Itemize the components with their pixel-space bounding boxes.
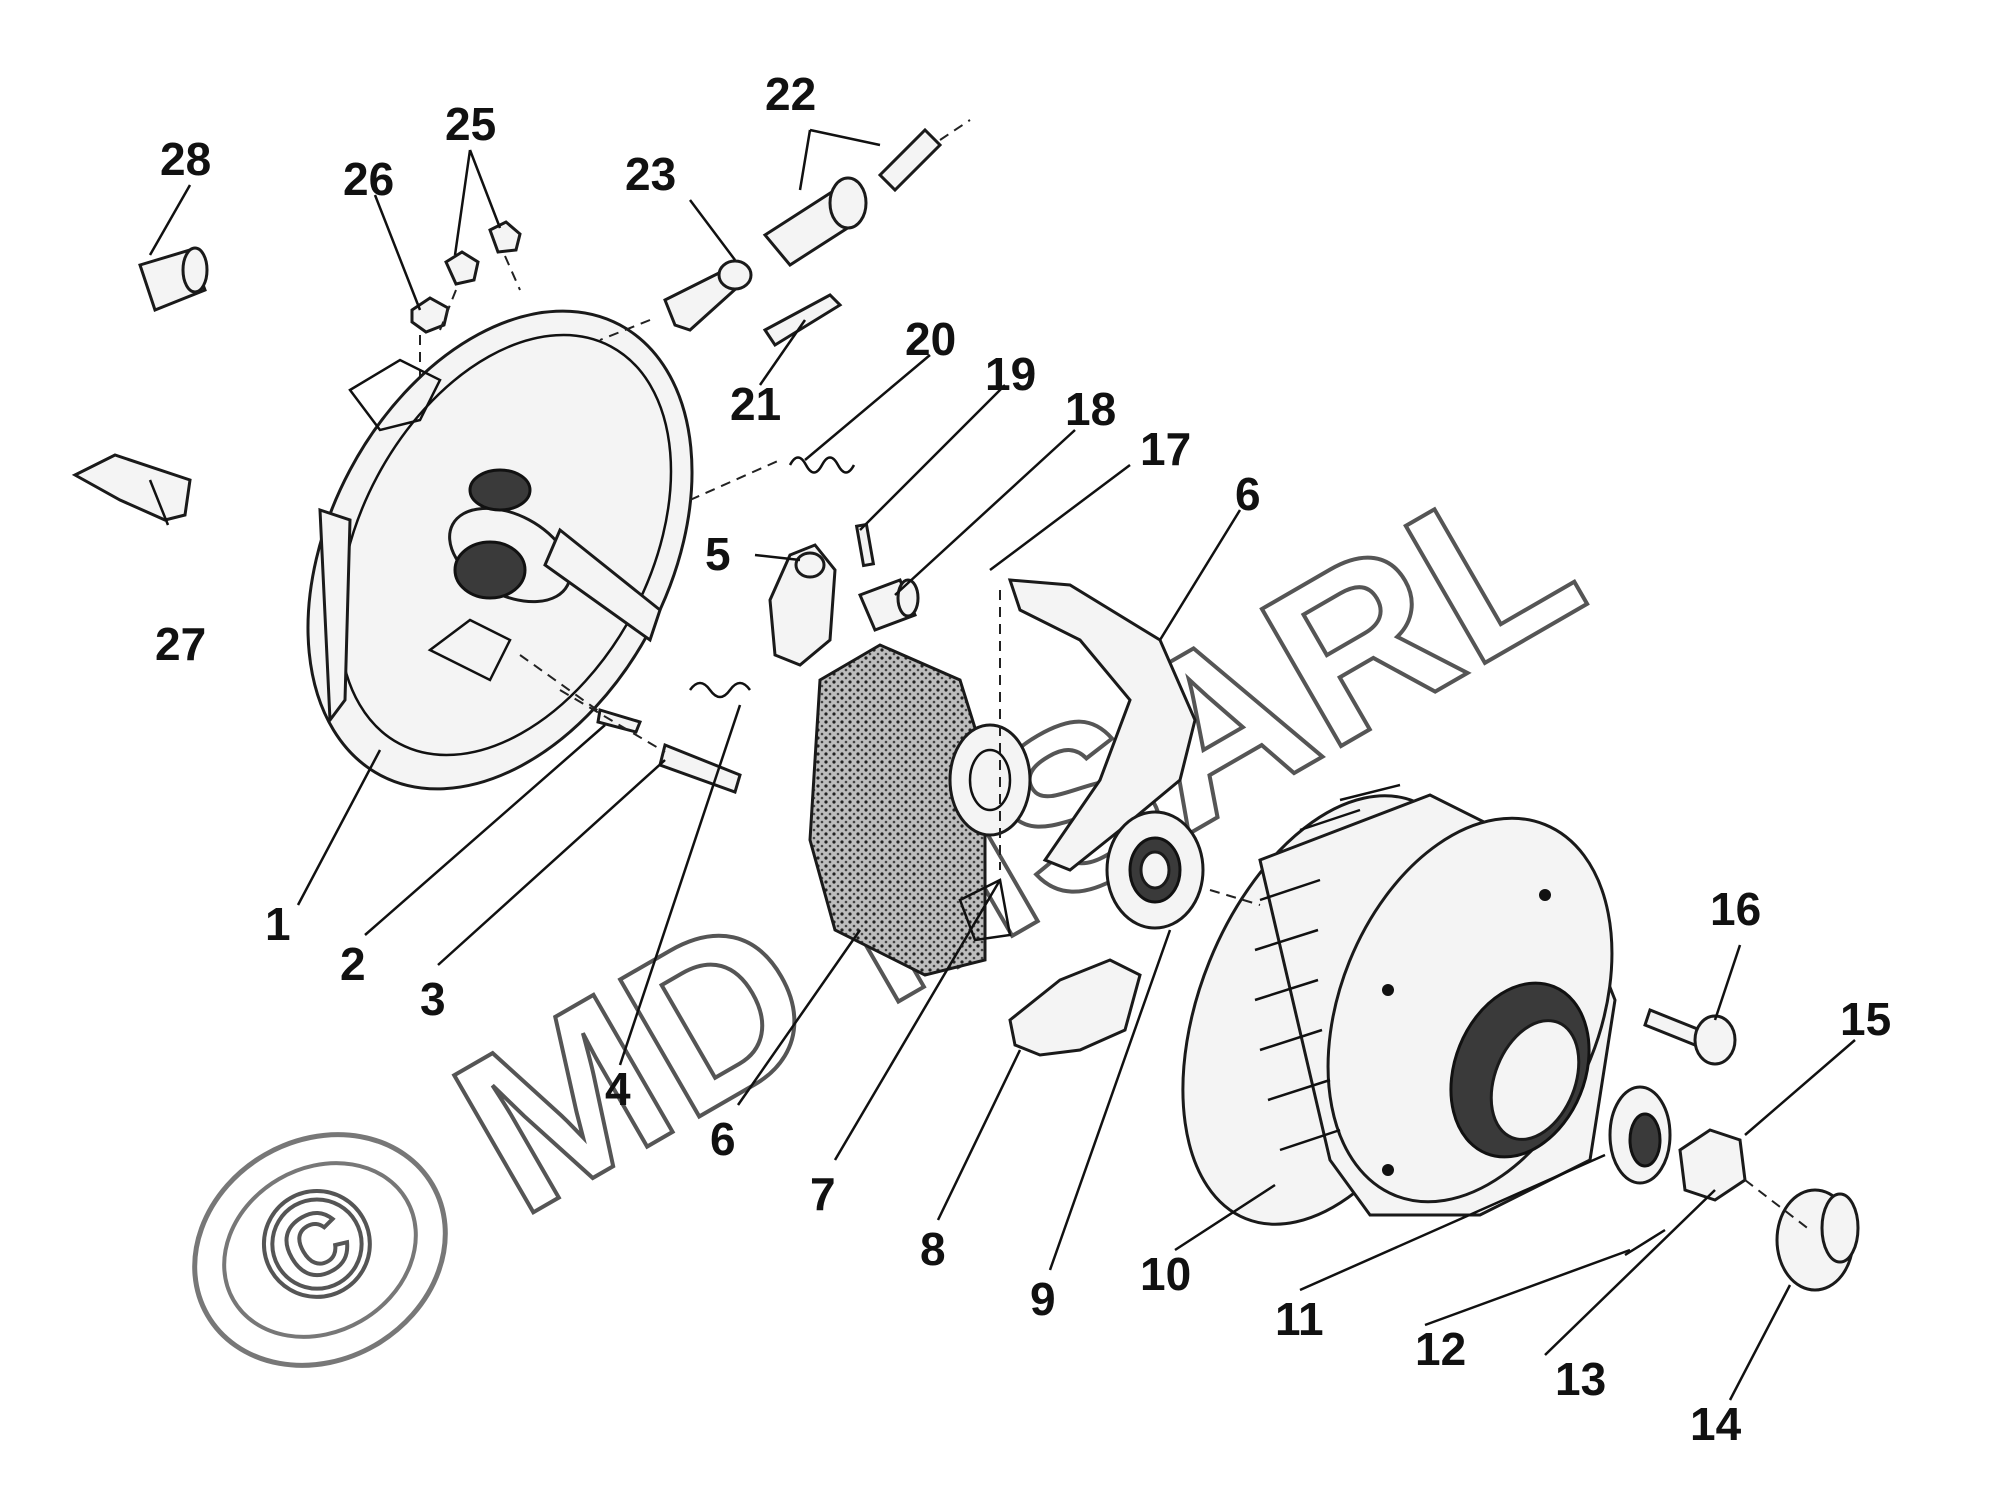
callout-4: 4 (605, 1063, 631, 1115)
callout-12: 12 (1415, 1323, 1466, 1375)
part-25-nut-b (488, 220, 522, 254)
callout-16: 16 (1710, 883, 1761, 935)
callout-13: 13 (1555, 1353, 1606, 1405)
callout-6b: 6 (1235, 468, 1261, 520)
part-5-cam-lever (768, 543, 837, 667)
copyright-symbol: © (192, 1132, 448, 1368)
callout-23: 23 (625, 148, 676, 200)
part-13-castle-nut (1678, 1128, 1747, 1202)
callout-6a: 6 (710, 1113, 736, 1165)
part-7-retainer (958, 878, 1012, 942)
part-6-brake-shoe-front (808, 643, 1032, 977)
part-3-adjuster (658, 742, 742, 794)
callout-22: 22 (765, 68, 816, 120)
part-2-pin (596, 708, 643, 734)
leader-lines (148, 128, 1856, 1401)
part-9-bearing (1105, 810, 1205, 930)
part-22-cylinder (762, 127, 943, 267)
part-23-lever (663, 259, 753, 332)
callout-3: 3 (420, 973, 446, 1025)
callout-11: 11 (1275, 1293, 1324, 1345)
part-10-brake-drum (1181, 783, 1617, 1226)
callout-26: 26 (343, 153, 394, 205)
callout-5: 5 (705, 528, 731, 580)
callout-28: 28 (160, 133, 211, 185)
part-4-spring (688, 681, 752, 699)
callout-labels: 1 2 3 4 5 6 6 7 8 9 10 11 12 13 14 15 16… (155, 68, 1891, 1450)
part-21-spring-clip (762, 293, 843, 348)
callout-18: 18 (1065, 383, 1116, 435)
part-12-cotter-pin (1624, 1228, 1666, 1257)
callout-19: 19 (985, 348, 1036, 400)
part-20-spring (689, 456, 856, 501)
callout-17: 17 (1140, 423, 1191, 475)
callout-25: 25 (445, 98, 496, 150)
part-16-wheel-bolt (1643, 1008, 1737, 1066)
part-11-outer-bearing (1608, 1085, 1672, 1185)
callout-9: 9 (1030, 1273, 1056, 1325)
callout-14: 14 (1690, 1398, 1742, 1450)
part-1-backing-plate (306, 309, 694, 791)
part-8-bracket (1008, 958, 1142, 1057)
callout-21: 21 (730, 378, 781, 430)
part-19-pin (854, 522, 876, 568)
part-26-nut (410, 296, 450, 334)
part-28-bushing (138, 246, 209, 312)
callout-7: 7 (810, 1168, 836, 1220)
part-18-bush (858, 578, 920, 632)
callout-8: 8 (920, 1223, 946, 1275)
part-14-grease-cap (1775, 1188, 1860, 1292)
callout-27: 27 (155, 618, 206, 670)
part-25-nut-a (444, 250, 480, 286)
callout-2: 2 (340, 938, 366, 990)
callout-1: 1 (265, 898, 291, 950)
callout-10: 10 (1140, 1248, 1191, 1300)
callout-15: 15 (1840, 993, 1891, 1045)
part-27-clip (71, 453, 192, 522)
callout-20: 20 (905, 313, 956, 365)
